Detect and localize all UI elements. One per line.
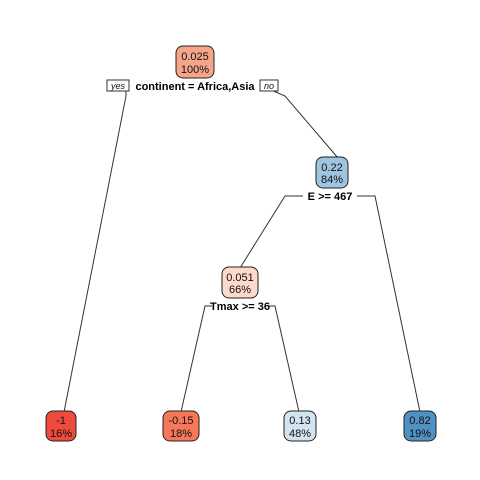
leaf-4: 0.82 19%	[403, 410, 437, 442]
edge-t-no	[268, 305, 300, 413]
node-e-box	[315, 156, 349, 189]
split-label-e: E >= 467	[308, 191, 353, 203]
node-e-percent: 84%	[321, 174, 343, 186]
node-t-value: 0.051	[226, 272, 254, 284]
edge-t-yes	[180, 305, 212, 413]
yes-tag-box	[106, 79, 130, 92]
leaf-3-value: 0.13	[289, 415, 310, 427]
leaf-3: 0.13 48%	[283, 410, 317, 442]
split-label-t: Tmax >= 36	[210, 301, 270, 313]
leaf-4-box	[403, 410, 437, 442]
no-tag: no	[264, 81, 274, 91]
leaf-1-value: -1	[56, 415, 66, 427]
node-e: 0.22 84% E >= 467	[308, 156, 353, 203]
node-root-percent: 100%	[181, 64, 209, 76]
tree-edges	[63, 85, 421, 413]
node-root-value: 0.025	[181, 51, 209, 63]
no-tag-box	[259, 79, 279, 92]
yes-tag: yes	[110, 81, 126, 91]
leaf-1-box	[45, 410, 77, 442]
node-e-value: 0.22	[321, 162, 342, 174]
leaf-2: -0.15 18%	[162, 410, 200, 442]
node-t: 0.051 66% Tmax >= 36	[210, 266, 270, 313]
edge-root-yes	[63, 86, 127, 413]
leaf-4-value: 0.82	[409, 415, 430, 427]
leaf-1: -1 16%	[45, 410, 77, 442]
node-root-box	[175, 45, 215, 79]
edge-root-no	[261, 85, 339, 159]
split-label-root: continent = Africa,Asia	[135, 81, 255, 93]
edge-e-no	[357, 195, 421, 413]
leaf-3-percent: 48%	[289, 428, 311, 440]
leaf-2-value: -0.15	[168, 415, 193, 427]
leaf-4-percent: 19%	[409, 428, 431, 440]
node-t-percent: 66%	[229, 284, 251, 296]
node-t-box	[221, 266, 259, 299]
leaf-2-percent: 18%	[170, 428, 192, 440]
edge-e-yes	[239, 195, 303, 269]
node-root: 0.025 100% yes no continent = Africa,Asi…	[106, 45, 279, 93]
leaf-1-percent: 16%	[50, 428, 72, 440]
leaf-2-box	[162, 410, 200, 442]
leaf-3-box	[283, 410, 317, 442]
